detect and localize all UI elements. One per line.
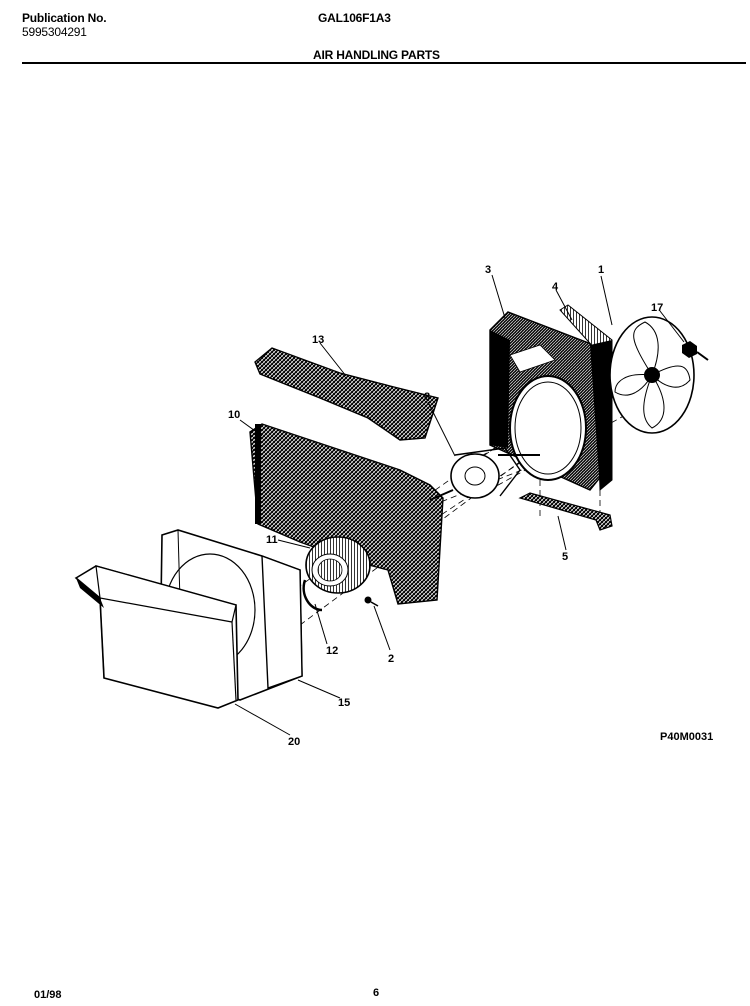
- part-10-partition: [249, 423, 444, 605]
- part-1-fan-blade: [609, 316, 695, 434]
- header-rule: [22, 62, 746, 64]
- drawing-code: P40M0031: [660, 731, 713, 743]
- footer-date: 01/98: [34, 989, 62, 1001]
- callout-15: 15: [338, 697, 350, 709]
- leader-lines: [234, 274, 685, 736]
- callout-13: 13: [312, 334, 324, 346]
- part-5-motor-bracket: [518, 492, 613, 531]
- callout-11: 11: [266, 534, 278, 546]
- part-20-air-deflector: [74, 565, 239, 709]
- part-17-nut: [682, 341, 709, 361]
- part-8-motor: [429, 447, 540, 501]
- part-2-screw: [364, 596, 379, 607]
- part-13-insulation: [254, 347, 439, 441]
- part-10-edge: [255, 424, 261, 524]
- callout-20: 20: [288, 736, 300, 748]
- callout-5: 5: [562, 551, 568, 563]
- part-3-shroud: [489, 311, 613, 491]
- part-12-clamp: [302, 579, 323, 612]
- publication-label: Publication No.: [22, 11, 107, 25]
- model-number: GAL106F1A3: [318, 11, 391, 25]
- callout-8: 8: [424, 391, 430, 403]
- callout-3: 3: [485, 264, 491, 276]
- page-number: 6: [373, 987, 380, 999]
- part-4-condenser-coil: [559, 304, 613, 492]
- section-title: AIR HANDLING PARTS: [313, 48, 440, 62]
- callout-2: 2: [388, 653, 394, 665]
- callout-4: 4: [552, 281, 559, 293]
- publication-number: 5995304291: [22, 25, 87, 39]
- callout-17: 17: [651, 302, 663, 314]
- part-11-blower-wheel: [305, 536, 371, 594]
- callout-12: 12: [326, 645, 338, 657]
- callout-10: 10: [228, 409, 240, 421]
- callout-1: 1: [598, 264, 604, 276]
